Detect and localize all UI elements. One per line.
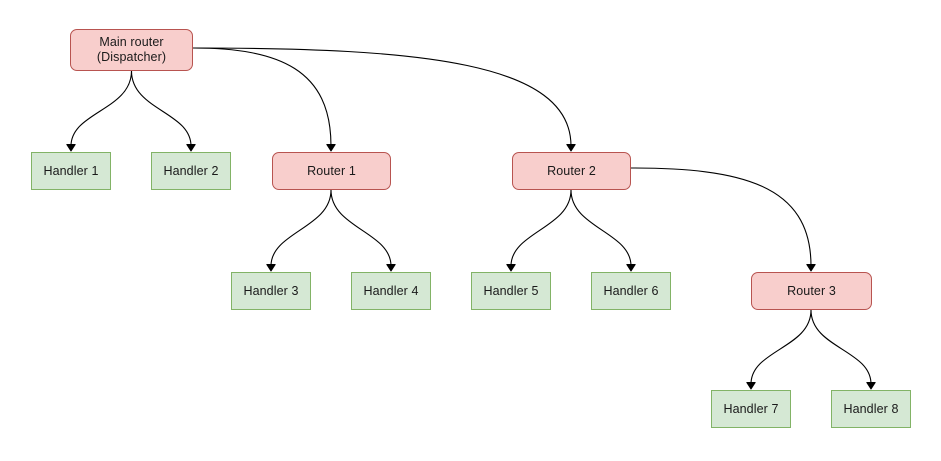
edge-router-2-to-router-3 xyxy=(630,167,812,267)
arrowhead-icon xyxy=(506,264,516,272)
edge-main-router-to-handler-2 xyxy=(130,70,192,147)
node-label-handler-5: Handler 5 xyxy=(483,283,539,298)
arrowhead-icon xyxy=(746,382,756,390)
edge-main-router-to-handler-1 xyxy=(70,70,133,147)
node-label-handler-4: Handler 4 xyxy=(363,283,419,298)
node-handler-3[interactable]: Handler 3 xyxy=(231,272,311,310)
arrowhead-icon xyxy=(386,264,396,272)
node-label-handler-3: Handler 3 xyxy=(243,283,299,298)
edge-router-2-to-handler-5 xyxy=(510,189,572,267)
arrowhead-icon xyxy=(66,144,76,152)
node-label-handler-8: Handler 8 xyxy=(843,401,899,416)
edge-router-1-to-handler-3 xyxy=(270,189,332,267)
edge-main-router-to-router-2 xyxy=(192,47,572,147)
node-label-handler-6: Handler 6 xyxy=(603,283,659,298)
node-handler-2[interactable]: Handler 2 xyxy=(151,152,231,190)
edge-router-3-to-handler-7 xyxy=(750,309,812,385)
node-handler-1[interactable]: Handler 1 xyxy=(31,152,111,190)
node-label-main-router: Main router (Dispatcher) xyxy=(96,35,167,64)
arrowhead-icon xyxy=(186,144,196,152)
node-label-handler-2: Handler 2 xyxy=(163,163,219,178)
edge-router-2-to-handler-6 xyxy=(570,189,632,267)
arrowhead-icon xyxy=(266,264,276,272)
node-router-1[interactable]: Router 1 xyxy=(272,152,391,190)
node-main-router[interactable]: Main router (Dispatcher) xyxy=(70,29,193,71)
arrowhead-icon xyxy=(806,264,816,272)
arrowhead-icon xyxy=(626,264,636,272)
arrowhead-icon xyxy=(326,144,336,152)
node-handler-4[interactable]: Handler 4 xyxy=(351,272,431,310)
edge-main-router-to-router-1 xyxy=(192,47,332,147)
node-handler-5[interactable]: Handler 5 xyxy=(471,272,551,310)
arrowhead-icon xyxy=(566,144,576,152)
edge-router-3-to-handler-8 xyxy=(810,309,872,385)
node-handler-8[interactable]: Handler 8 xyxy=(831,390,911,428)
edge-router-1-to-handler-4 xyxy=(330,189,392,267)
node-label-router-2: Router 2 xyxy=(547,163,596,178)
node-label-router-1: Router 1 xyxy=(307,163,356,178)
node-label-handler-1: Handler 1 xyxy=(43,163,99,178)
arrowhead-icon xyxy=(866,382,876,390)
node-handler-6[interactable]: Handler 6 xyxy=(591,272,671,310)
node-handler-7[interactable]: Handler 7 xyxy=(711,390,791,428)
node-label-handler-7: Handler 7 xyxy=(723,401,779,416)
node-router-2[interactable]: Router 2 xyxy=(512,152,631,190)
node-router-3[interactable]: Router 3 xyxy=(751,272,872,310)
node-label-router-3: Router 3 xyxy=(787,283,836,298)
